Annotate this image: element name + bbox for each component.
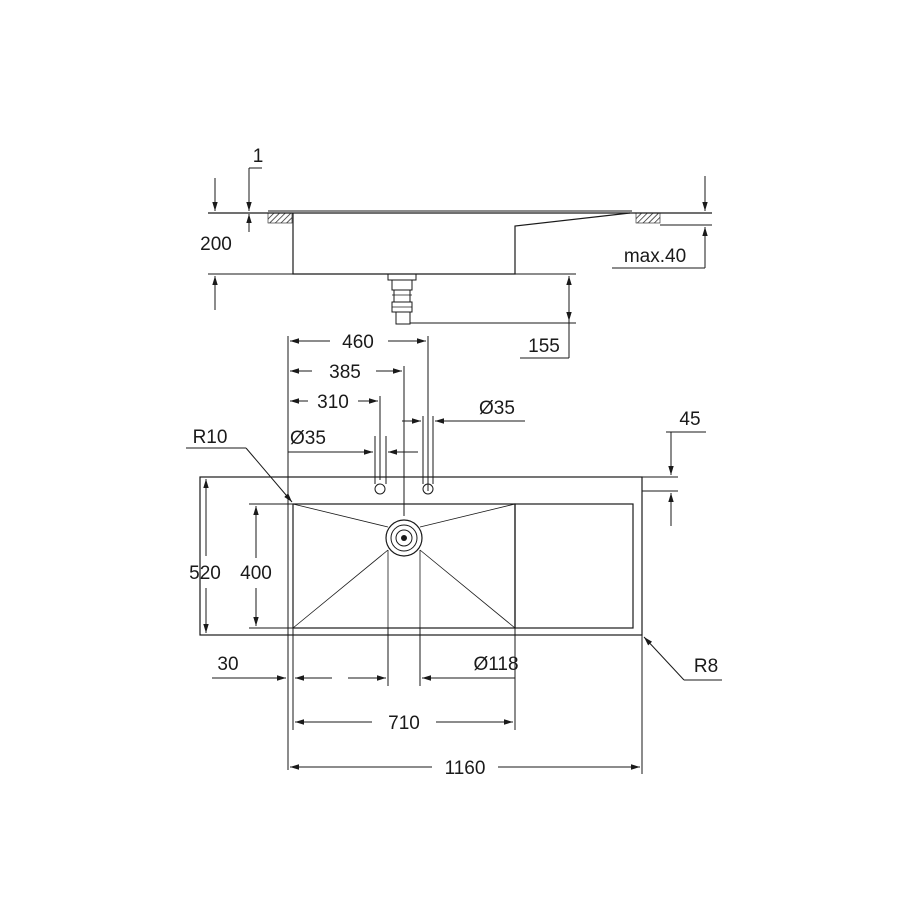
- dim-radius-inner-label: R10: [193, 427, 228, 448]
- dim-tap-hole-left-label: Ø35: [290, 428, 326, 449]
- dim-bowl-length-label: 710: [388, 713, 420, 734]
- dim-tap-hole-right-label: Ø35: [479, 398, 515, 419]
- dim-385-label: 385: [329, 362, 361, 383]
- bowl-profile: [292, 212, 631, 275]
- drain-fitting: [387, 273, 417, 325]
- bowl-outline: [292, 503, 516, 629]
- dim-460-label: 460: [342, 332, 374, 353]
- drainer-outline: [514, 503, 634, 629]
- worktop-section-right: [635, 212, 661, 224]
- dim-drain-label: Ø118: [473, 654, 518, 675]
- dim-width-outer-label: 520: [189, 563, 221, 584]
- tap-hole-left: [374, 483, 386, 495]
- worktop-section-left: [267, 212, 293, 224]
- dim-30-label: 30: [217, 654, 238, 675]
- top-view: 460 385 310 Ø35 Ø35 R10 45 520: [186, 332, 722, 779]
- sink-outer-outline: [199, 476, 643, 636]
- bowl-fold-lines: [292, 503, 516, 629]
- dim-45-label: 45: [679, 409, 700, 430]
- dim-310-label: 310: [317, 392, 349, 413]
- side-view: 1 200 max.40 155: [200, 146, 712, 359]
- dim-thickness-label: 1: [253, 146, 264, 167]
- dim-worktop-max-label: max.40: [624, 246, 686, 267]
- dim-width-bowl-label: 400: [240, 563, 272, 584]
- dim-depth-label: 200: [200, 234, 232, 255]
- dim-radius-outer-label: R8: [694, 656, 718, 677]
- dim-siphon-label: 155: [528, 336, 560, 357]
- dim-total-length-label: 1160: [445, 758, 486, 779]
- drain-outlet: [385, 519, 423, 557]
